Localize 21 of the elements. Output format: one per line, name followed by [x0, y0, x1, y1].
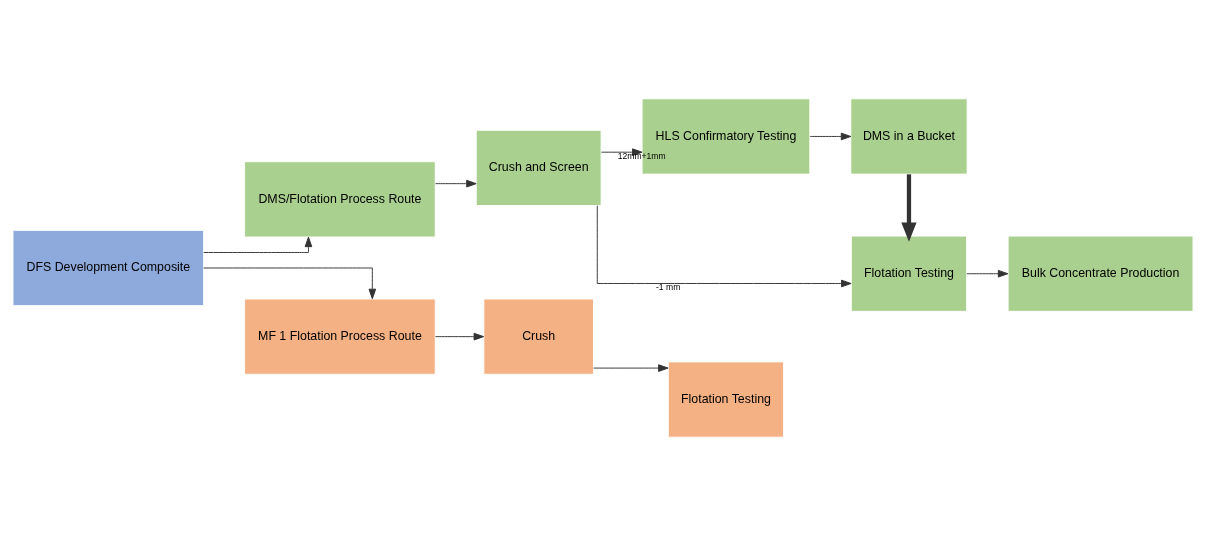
- node-box: Bulk Concentrate Production: [1007, 235, 1194, 312]
- arrow: [203, 267, 377, 299]
- node-box: MF 1 Flotation Process Route: [244, 298, 436, 375]
- arrow: [596, 204, 852, 287]
- node-box: Crush and Screen: [475, 129, 602, 206]
- edge-label: -1 mm: [656, 281, 681, 292]
- node-box: DMS/Flotation Process Route: [244, 160, 436, 237]
- node-box: DMS in a Bucket: [850, 97, 968, 175]
- arrow: [600, 147, 643, 156]
- arrow: [435, 332, 485, 340]
- arrow: [593, 363, 669, 372]
- node-box: Flotation Testing: [667, 360, 785, 438]
- node-box: DFS Development Composite: [12, 229, 205, 306]
- arrow: [203, 236, 313, 253]
- edge-label: 12mm+1mm: [617, 150, 666, 161]
- node-box: Crush: [483, 298, 594, 375]
- arrow: [901, 173, 917, 242]
- arrow: [966, 269, 1009, 278]
- node-box: Flotation Testing: [850, 235, 968, 312]
- arrow: [809, 132, 852, 140]
- arrow: [435, 179, 477, 187]
